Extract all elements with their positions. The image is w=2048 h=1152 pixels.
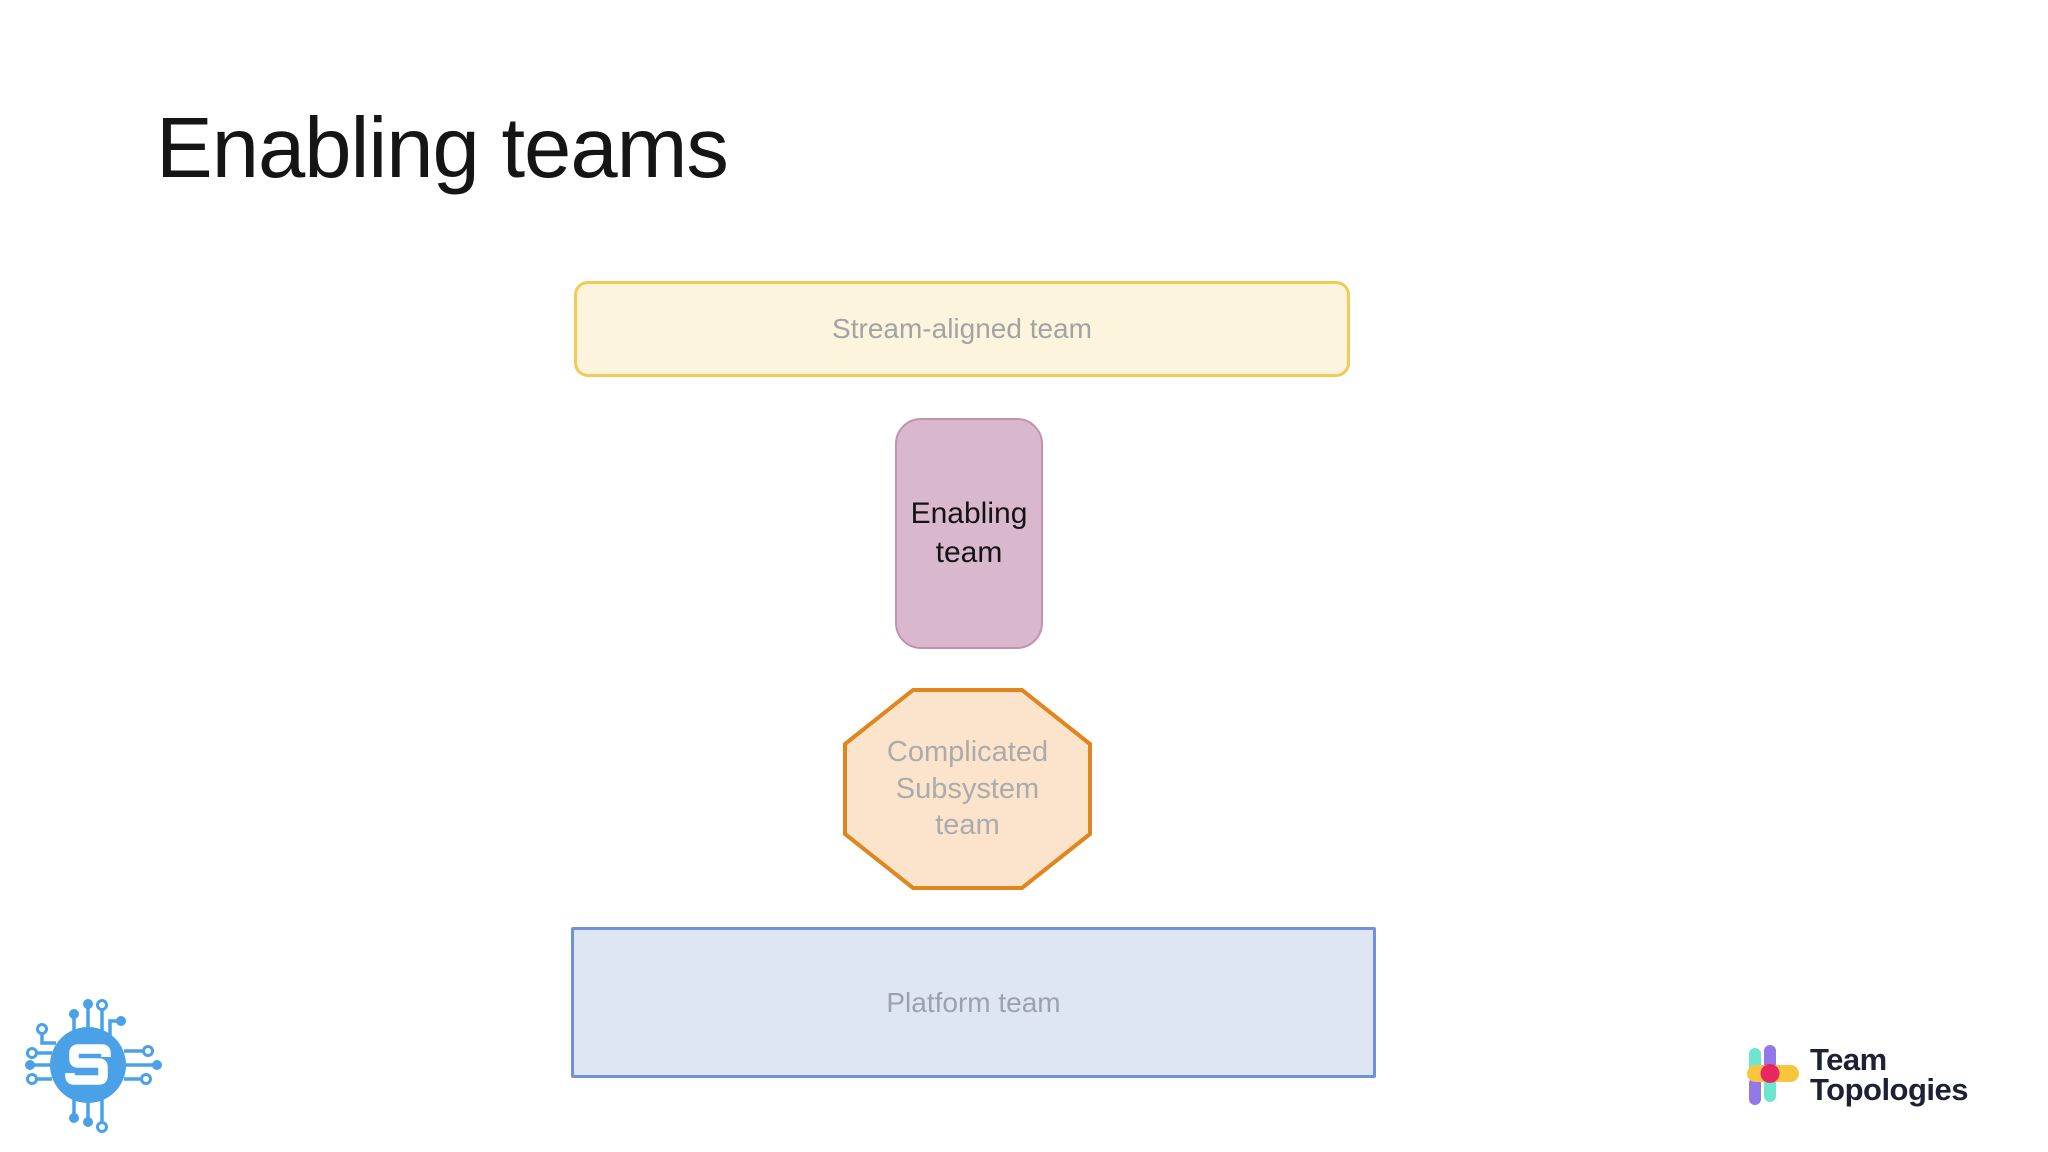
s-glyph-icon — [65, 1044, 111, 1085]
slide-title: Enabling teams — [156, 101, 729, 196]
team-topologies-wordmark: Team Topologies — [1810, 1042, 1969, 1107]
enabling-team-box: Enabling team — [895, 418, 1043, 649]
enabling-team-label: Enabling team — [910, 497, 1028, 569]
complicated-subsystem-team-octagon: Complicated Subsystem team — [843, 688, 1092, 890]
complicated-subsystem-team-label: Complicated Subsystem team — [886, 736, 1049, 842]
stream-aligned-team-label: Stream-aligned team — [832, 313, 1092, 344]
team-topologies-logo: Team Topologies — [1746, 1042, 1969, 1107]
circuit-chip-logo-icon — [25, 999, 162, 1133]
octagon-shape-icon — [843, 688, 1092, 890]
team-topologies-mark-icon — [1747, 1045, 1799, 1105]
stream-aligned-team-box: Stream-aligned team — [574, 281, 1350, 377]
brand-line-1: Team — [1810, 1042, 1887, 1077]
platform-team-box: Platform team — [571, 927, 1376, 1078]
platform-team-label: Platform team — [886, 986, 1061, 1018]
brand-line-2: Topologies — [1810, 1072, 1969, 1107]
